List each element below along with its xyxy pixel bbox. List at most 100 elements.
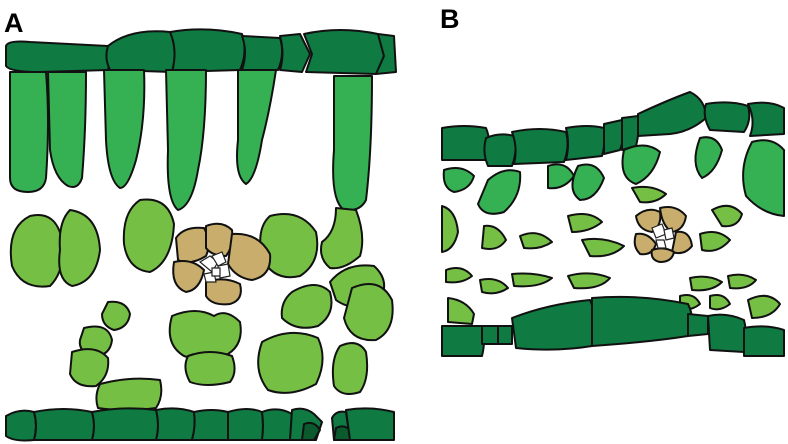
epidermis-cell: [591, 295, 693, 347]
xylem-vessel: [663, 227, 675, 241]
epidermis-cell: [375, 33, 397, 75]
mesophyll-cell: [711, 204, 743, 228]
mesophyll-cell: [479, 278, 509, 295]
palisade-cell: [236, 69, 277, 185]
xylem-vessels: [651, 223, 675, 249]
epidermis-cell: [261, 408, 293, 441]
epidermis-cell: [441, 125, 490, 161]
mesophyll-cell: [699, 231, 731, 252]
spongy-cell: [95, 377, 163, 411]
epidermis-cell: [483, 133, 517, 167]
epidermis-cell: [105, 30, 176, 73]
bundle-sheath-cell: [172, 260, 205, 293]
epidermis-cell: [345, 407, 395, 441]
palisade-cell: [332, 75, 373, 212]
mesophyll-cell: [621, 144, 661, 185]
epidermis-cell: [565, 125, 606, 161]
panel-b: B: [440, 4, 785, 357]
epidermis-cell: [511, 299, 597, 351]
bundle-sheath-cell: [650, 247, 675, 263]
mesophyll-cell: [477, 169, 522, 215]
spongy-cell: [58, 209, 101, 287]
mesophyll-cell: [567, 213, 603, 233]
palisade-cell: [9, 71, 49, 193]
mesophyll-cell: [519, 232, 553, 250]
panel-a: A: [4, 8, 397, 442]
spongy-cell: [257, 331, 324, 394]
vascular-bundle-b: [633, 206, 693, 263]
spongy-cell: [122, 198, 175, 273]
epidermis-cell: [481, 325, 499, 345]
epidermis-cell: [707, 313, 747, 353]
lower-epidermis-a: [5, 407, 395, 442]
epidermis-cell: [441, 325, 485, 357]
bundle-sheath-cell: [205, 278, 242, 306]
mesophyll-cell: [709, 294, 731, 311]
xylem-vessels: [198, 251, 231, 283]
epidermis-cell: [279, 33, 311, 73]
bundle-sheath-cell: [659, 206, 687, 233]
mesophyll-cell: [694, 136, 723, 179]
panel-label-a: A: [4, 8, 24, 38]
spongy-cell: [320, 207, 364, 270]
spongy-cell: [280, 284, 333, 329]
spongy-cell: [343, 283, 394, 342]
epidermis-cell: [743, 325, 785, 357]
xylem-vessel: [211, 267, 221, 277]
epidermis-cell: [91, 407, 159, 441]
bundle-sheath-cell: [671, 230, 693, 255]
epidermis-cell: [497, 325, 513, 345]
xylem-vessel: [211, 251, 227, 267]
epidermis-cell: [637, 91, 707, 137]
mesophyll-cell: [547, 163, 575, 190]
palisade-cell: [165, 69, 207, 211]
mesophyll-cell: [742, 139, 785, 217]
epidermis-cell: [169, 28, 246, 73]
epidermis-cell: [603, 119, 625, 155]
epidermis-cell: [155, 407, 196, 441]
mesophyll-cell: [441, 205, 459, 253]
bundle-sheath-cell: [205, 222, 234, 257]
mesophyll-cell: [571, 163, 605, 201]
epidermis-cell: [227, 408, 264, 441]
epidermis-cell: [191, 409, 229, 441]
mesophyll-cell: [581, 237, 625, 258]
palisade-cell: [47, 71, 87, 188]
epidermis-cell: [703, 101, 751, 133]
mesophyll-cell: [511, 272, 553, 288]
palisade-layer-a: [9, 69, 373, 212]
epidermis-cell: [303, 29, 385, 75]
mesophyll-cell: [631, 185, 667, 204]
mesophyll-b: [441, 136, 785, 325]
spongy-cell: [101, 300, 131, 331]
epidermis-cell: [33, 408, 95, 441]
mesophyll-cell: [567, 272, 611, 290]
spongy-cell: [69, 348, 110, 388]
mesophyll-cell: [442, 167, 475, 193]
spongy-cell: [9, 214, 64, 288]
mesophyll-cell: [747, 294, 781, 319]
mesophyll-cell: [481, 224, 507, 250]
epidermis-cell: [747, 101, 785, 137]
panel-label-b: B: [440, 4, 460, 34]
xylem-vessel: [655, 239, 667, 249]
lower-epidermis-b: [441, 295, 785, 357]
epidermis-cell: [687, 313, 709, 337]
guard-cell: [301, 421, 321, 441]
bundle-sheath-cell: [633, 232, 657, 256]
spongy-cell: [184, 351, 236, 386]
epidermis-cell: [511, 128, 569, 165]
bundle-sheath-cell: [635, 208, 662, 233]
bundle-sheath-cell: [227, 232, 272, 281]
epidermis-cell: [241, 35, 284, 71]
mesophyll-cell: [727, 273, 757, 290]
epidermis-cell: [621, 115, 640, 151]
mesophyll-cell: [445, 267, 473, 284]
bundle-sheath-cell: [175, 226, 210, 264]
epidermis-cell: [5, 409, 37, 442]
vascular-bundle-a: [172, 222, 272, 306]
mesophyll-cell: [689, 275, 723, 292]
epidermis-cell: [5, 40, 111, 73]
upper-epidermis-b: [441, 91, 785, 167]
